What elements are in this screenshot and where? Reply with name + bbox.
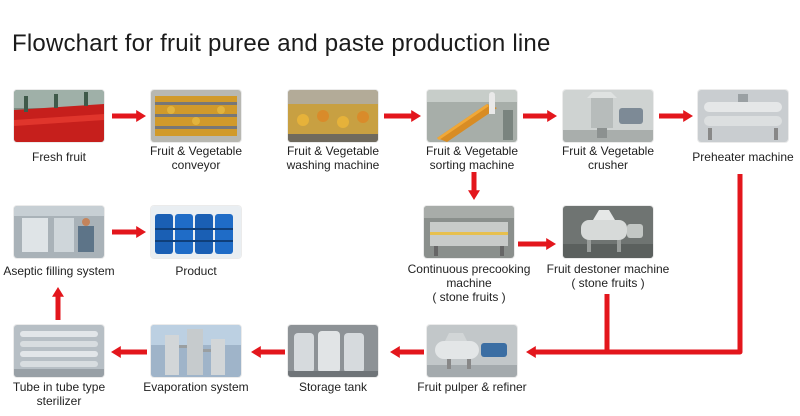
storage-label-line: Storage tank [298, 380, 368, 394]
aseptic-label: Aseptic filling system [0, 264, 118, 278]
sorting-label-line-1: Fruit & Vegetable [425, 144, 519, 158]
preheater-label: Preheater machine [688, 150, 798, 164]
roller-conveyor-photo-icon [151, 90, 241, 142]
destoner-label-line-2: ( stone fruits ) [571, 276, 645, 290]
storage-label: Storage tank [278, 380, 388, 394]
evaporator-photo-icon [151, 325, 241, 377]
arrow-evaporation-to-sterilizer-head [111, 346, 121, 358]
precooking-machine-photo-icon [424, 206, 514, 258]
washing-label-line-2: washing machine [286, 158, 380, 172]
pulper-label: Fruit pulper & refiner [412, 380, 532, 394]
fresh-fruit-label: Fresh fruit [14, 150, 104, 164]
arrow-sterilizer-to-aseptic-head [52, 287, 64, 297]
precooking-label: Continuous precooking machine ( stone fr… [404, 262, 534, 304]
tomato-field-photo-icon [14, 90, 104, 142]
storage-tanks-photo-icon [288, 325, 378, 377]
product-label-line: Product [175, 264, 217, 278]
sterilizer-label: Tube in tube type sterilizer [4, 380, 114, 408]
arrow-storage-to-evaporation-head [251, 346, 261, 358]
arrow-fresh-to-conveyor-head [136, 110, 146, 122]
crusher-label-line-2: crusher [587, 158, 628, 172]
sterilizer-label-line-1: Tube in tube type [12, 380, 106, 394]
pulper-refiner-photo-icon [427, 325, 517, 377]
sorting-line-photo-icon [427, 90, 517, 142]
blue-drums-photo-icon [151, 206, 241, 258]
conveyor-label-line-2: conveyor [171, 158, 221, 172]
conveyor-label: Fruit & Vegetable conveyor [146, 144, 246, 172]
destoner-label-line-1: Fruit destoner machine [546, 262, 670, 276]
arrow-washing-to-sorting-head [411, 110, 421, 122]
preheater-photo-icon [698, 90, 788, 142]
sorting-label-line-2: sorting machine [429, 158, 515, 172]
crusher-label: Fruit & Vegetable crusher [553, 144, 663, 172]
precooking-label-line-2: machine [446, 276, 492, 290]
product-label: Product [151, 264, 241, 278]
arrow-crusher-to-preheater-head [683, 110, 693, 122]
destoner-label: Fruit destoner machine ( stone fruits ) [538, 262, 678, 290]
tube-sterilizer-photo-icon [14, 325, 104, 377]
pulper-label-line: Fruit pulper & refiner [417, 380, 527, 394]
arrow-preheater-to-pulper [534, 174, 743, 355]
precooking-label-line-1: Continuous precooking [407, 262, 531, 276]
preheater-label-line: Preheater machine [692, 150, 794, 164]
sterilizer-label-line-2: sterilizer [36, 394, 82, 408]
conveyor-label-line-1: Fruit & Vegetable [149, 144, 243, 158]
destoner-photo-icon [563, 206, 653, 258]
arrow-sorting-to-precooking-head [468, 190, 480, 200]
crusher-photo-icon [563, 90, 653, 142]
sorting-label: Fruit & Vegetable sorting machine [416, 144, 528, 172]
arrow-preheater-to-pulper-head [526, 346, 536, 358]
washing-label-line-1: Fruit & Vegetable [286, 144, 380, 158]
washing-machine-photo-icon [288, 90, 378, 142]
precooking-label-line-3: ( stone fruits ) [432, 290, 506, 304]
aseptic-filler-photo-icon [14, 206, 104, 258]
arrow-aseptic-to-product-head [136, 226, 146, 238]
page-title: Flowchart for fruit puree and paste prod… [12, 30, 551, 57]
crusher-label-line-1: Fruit & Vegetable [561, 144, 655, 158]
evaporation-label: Evaporation system [141, 380, 251, 394]
arrow-sorting-to-crusher-head [547, 110, 557, 122]
fresh-fruit-label-line: Fresh fruit [31, 150, 86, 164]
arrow-precooking-to-destoner-head [546, 238, 556, 250]
arrow-pulper-to-storage-head [390, 346, 400, 358]
aseptic-label-line: Aseptic filling system [3, 264, 115, 278]
washing-label: Fruit & Vegetable washing machine [276, 144, 390, 172]
evaporation-label-line: Evaporation system [143, 380, 249, 394]
